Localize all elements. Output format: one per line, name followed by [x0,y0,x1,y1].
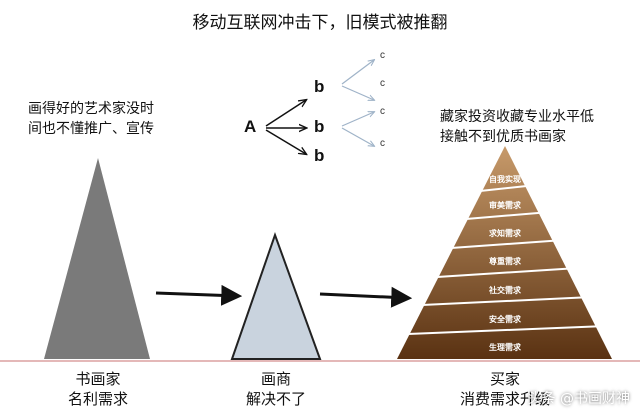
pyramid-level-label: 生理需求 [489,343,521,352]
buyer-label: 买家 消费需求升级 [440,369,570,409]
artist-label-line1: 书画家 [75,370,121,388]
pyramid-level-label: 求知需求 [489,229,521,238]
arrow-artist-to-dealer [155,284,243,306]
tree-node-b1: b [314,77,325,96]
tree-node-b3: b [314,146,325,165]
buyer-label-line2: 消费需求升级 [459,390,550,408]
dealer-label-line2: 解决不了 [245,390,306,408]
pyramid-level-label: 审美需求 [489,201,521,210]
tree-node-a: A [244,117,257,136]
needs-pyramid [397,146,612,359]
dealer-label: 画商 解决不了 [226,369,326,409]
pyramid-dividers [407,184,607,335]
collector-caption-line2: 接触不到优质书画家 [440,129,566,145]
tree-arrow-a-b1 [265,100,306,127]
pyramid-level-label: 自我实现 [489,175,521,184]
watermark: 头条 @书画财神 [527,391,630,407]
tree-arrow-a-b3 [265,129,306,154]
artist-triangle [44,158,150,359]
artist-caption-line2: 间也不懂推广、宣传 [28,121,154,137]
tree-leaf-c3: c [380,106,385,117]
pyramid-level-label: 社交需求 [489,286,521,295]
arrow-dealer-to-buyer [319,286,413,308]
artist-caption-line1: 画得好的艺术家没时 [28,101,154,117]
buyer-label-line1: 买家 [489,370,520,388]
tree-node-b2: b [314,117,325,136]
tree-arrows-b-c [341,60,374,146]
dealer-triangle [230,232,322,360]
artist-label: 书画家 名利需求 [48,369,148,409]
pyramid-level-label: 安全需求 [489,315,521,324]
dealer-label-line1: 画商 [260,370,291,388]
diagram-title: 移动互联网冲击下，旧模式被推翻 [192,13,448,33]
tree-leaf-c2: c [380,78,385,89]
tree-leaf-c1: c [380,50,385,61]
artist-label-line2: 名利需求 [67,390,128,408]
pyramid-level-label: 尊重需求 [489,257,521,266]
collector-caption-line1: 藏家投资收藏专业水平低 [440,109,594,125]
tree-leaf-c4: c [380,138,385,149]
